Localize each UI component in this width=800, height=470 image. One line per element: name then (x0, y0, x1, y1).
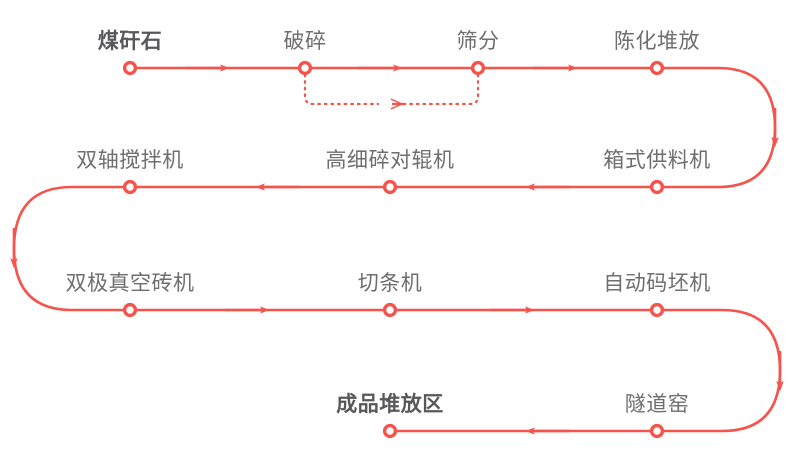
node-label-zidongmapeiji: 自动码坯机 (603, 272, 711, 295)
node-label-chenhuaduifang: 陈化堆放 (614, 30, 700, 53)
feedback-loop-right-leg (401, 66, 480, 106)
node-label-posui: 破碎 (283, 30, 327, 53)
node-chengpinduifangqu[interactable] (382, 423, 398, 439)
node-qietiaoji[interactable] (382, 302, 398, 318)
node-shaifen[interactable] (470, 60, 486, 76)
node-xiangshigongliaoji[interactable] (649, 179, 665, 195)
node-suidaoyao[interactable] (649, 423, 665, 439)
feedback-loop-screening-to-crushing (303, 66, 480, 110)
node-chenhuaduifang[interactable] (649, 60, 665, 76)
node-shuangzhoujiaobanji[interactable] (122, 179, 138, 195)
node-label-gaoxisuiduiguanji: 高细碎对辊机 (325, 149, 455, 172)
node-zidongmapeiji[interactable] (649, 302, 665, 318)
node-posui[interactable] (297, 60, 313, 76)
node-meiganshi[interactable] (122, 60, 138, 76)
node-gaoxisuiduiguanji[interactable] (382, 179, 398, 195)
node-label-shuangzhoujiaobanji: 双轴搅拌机 (76, 149, 184, 172)
feedback-loop-left-leg (303, 66, 380, 106)
flow-nodes (122, 60, 665, 439)
node-label-qietiaoji: 切条机 (357, 272, 423, 295)
node-label-shaifen: 筛分 (456, 30, 500, 53)
u-turn-right-bottom (655, 308, 784, 433)
node-label-suidaoyao: 隧道窑 (624, 393, 690, 416)
u-turn-left-middle (10, 185, 132, 312)
node-label-chengpinduifangqu: 成品堆放区 (336, 393, 444, 416)
node-label-shuangjizhenkongzhuanji: 双极真空砖机 (65, 272, 195, 295)
node-label-xiangshigongliaoji: 箱式供料机 (603, 149, 711, 172)
node-label-meiganshi: 煤矸石 (97, 30, 163, 53)
u-turn-right-top (655, 66, 779, 189)
node-shuangjizhenkongzhuanji[interactable] (122, 302, 138, 318)
